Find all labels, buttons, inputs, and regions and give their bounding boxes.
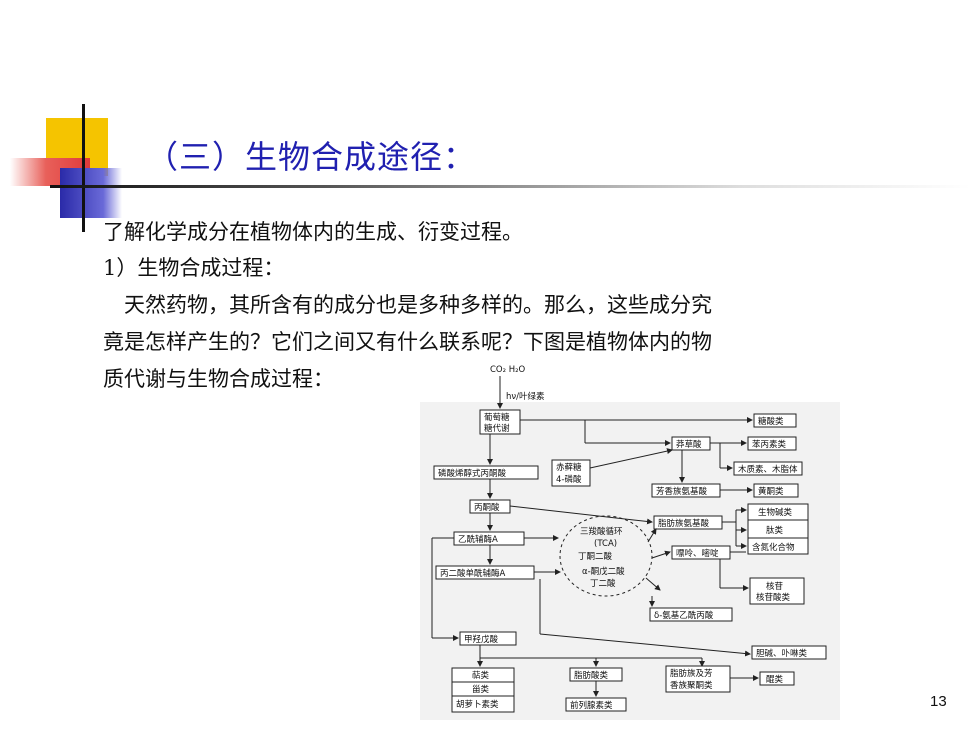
node-aromatic-aa-label: 芳香族氨基酸 [656,486,708,497]
tca-label-4: α-酮戊二酸 [582,566,625,577]
biosynthesis-diagram: CO₂ H₂O hν/叶绿素 葡萄糖 糖代谢 糖酸类 莽草酸 苯丙素类 木质素、… [420,365,840,720]
node-nucleosides-label-1: 核苷 [766,581,784,592]
slide-title: （三）生物合成途径： [146,138,477,176]
node-acetyl-coa-label: 乙酰辅酶A [458,534,498,545]
node-shikimic-label: 莽草酸 [676,439,702,450]
node-phenylpropanoids-label: 苯丙素类 [752,439,787,450]
node-choline-label: 胆碱、卟啉类 [756,648,808,659]
node-pyruvate-label: 丙酮酸 [474,502,500,513]
paragraph-line-2: 竟是怎样产生的？它们之间又有什么联系呢？下图是植物体内的物 [103,330,712,354]
paragraph-line-1: 天然药物，其所含有的成分也是多种多样的。那么，这些成分究 [103,293,712,317]
node-fatty-acids-label: 脂肪酸类 [574,670,609,681]
node-pep-label: 磷酸烯醇式丙酮酸 [438,468,507,479]
node-quinones-label: 醌类 [766,674,784,685]
node-polyketides [665,665,731,693]
node-flavonoids [753,483,799,498]
node-nitrogen-label: 含氮化合物 [752,542,795,553]
section-heading: 1）生物合成过程： [103,256,285,280]
inputs-label: CO₂ H₂O [490,365,526,375]
node-lignin-label: 木质素、木脂体 [738,464,798,475]
node-n-products [747,503,809,555]
node-erythrose-label-1: 赤藓糖 [556,462,582,473]
node-lignin [733,461,803,476]
node-peptides-label: 肽类 [766,525,784,536]
node-glucose-label-2: 糖代谢 [484,423,510,434]
node-mevalonate [459,631,517,646]
node-terpenes-group [451,667,515,713]
page-number: 13 [930,693,947,710]
paragraph-line-3: 质代谢与生物合成过程： [103,367,334,391]
node-ala [649,607,733,622]
node-polyketides-label-1: 脂肪族及芳 [670,668,713,679]
intro-line: 了解化学成分在植物体内的生成、衍变过程。 [103,220,523,244]
node-nucleosides-label-2: 核苷酸类 [756,592,791,603]
node-purines-label: 嘌呤、嘧啶 [676,548,719,559]
node-polyketides-label-2: 香族聚酮类 [670,680,713,691]
node-prostaglandins [565,697,627,712]
light-label: hν/叶绿素 [506,391,545,402]
tca-label-1: 三羧酸循环 [580,526,623,537]
node-pep [433,465,539,480]
node-flavonoids-label: 黄酮类 [758,486,784,497]
node-ala-label: δ-氨基乙酰丙酸 [654,610,714,621]
node-phenylpropanoids [747,436,797,451]
tca-label-5: 丁二酸 [590,578,616,589]
node-terpenes-label: 萜类 [472,670,490,681]
node-quinones [759,671,795,686]
decor-vertical-rule [82,104,85,232]
tca-cycle [559,515,653,597]
node-erythrose [551,459,591,487]
node-alkaloids-label: 生物碱类 [758,507,793,518]
node-aliphatic-aa-label: 脂肪族氨基酸 [658,518,710,529]
node-glucose-label-1: 葡萄糖 [484,412,510,423]
node-erythrose-label-2: 4-磷酸 [556,474,582,485]
node-prostaglandins-label: 前列腺素类 [570,700,613,711]
node-choline [751,645,827,660]
node-malonyl-coa-label: 丙二酸单酰辅酶A [440,568,506,579]
node-glucose [479,409,521,435]
node-mevalonate-label: 甲羟戊酸 [464,634,499,645]
decor-blue-square [60,168,122,218]
title-underline [50,185,970,188]
node-glycosides [753,413,797,428]
tca-label-2: (TCA) [594,539,617,549]
node-nucleosides [749,577,805,605]
node-glycosides-label: 糖酸类 [758,416,784,427]
tca-label-3: 丁酮二酸 [578,551,613,562]
node-steroids-label: 甾类 [472,684,490,695]
node-carotenoids-label: 胡萝卜素类 [456,699,499,710]
